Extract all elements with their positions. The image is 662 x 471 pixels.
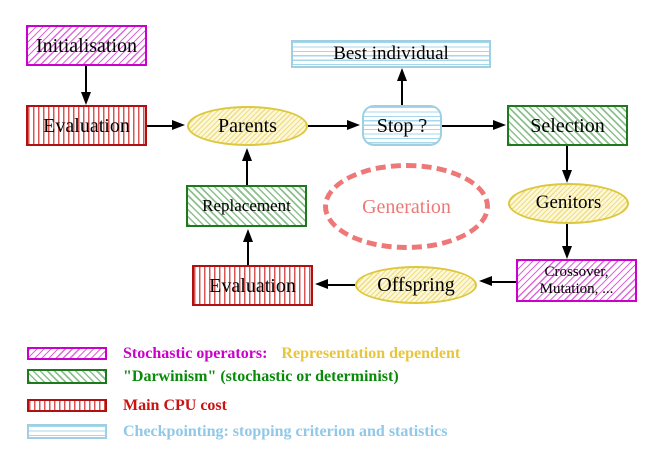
legend-swatch-darwinism [27,369,107,384]
node-parents: Parents [187,106,308,146]
node-generation: Generation [323,163,490,250]
legend-row-stochastic: Stochastic operators: Representation dep… [123,345,460,363]
legend-swatch-checkpointing [27,424,107,439]
legend-label-cpu: Main CPU cost [123,397,227,414]
legend-swatch-stochastic [27,347,107,360]
node-replacement: Replacement [186,185,307,227]
node-offspring: Offspring [355,266,477,304]
legend-label-representation: Representation dependent [281,345,461,362]
crossover-line2: Mutation, ... [539,280,614,297]
legend-label-stochastic: Stochastic operators: [123,345,268,362]
legend-swatch-cpu [27,399,107,412]
node-evaluation-top: Evaluation [26,105,147,146]
node-initialisation: Initialisation [26,25,147,66]
crossover-line1: Crossover, [544,264,609,280]
node-genitors: Genitors [508,183,629,224]
node-stop: Stop ? [362,105,442,146]
legend-label-checkpointing: Checkpointing: stopping criterion and st… [123,423,448,440]
node-evaluation-bottom: Evaluation [192,265,313,306]
node-crossover-mutation: Crossover, Mutation, ... [516,259,637,302]
node-best-individual: Best individual [291,40,491,68]
legend-label-darwinism: "Darwinism" (stochastic or determinist) [123,368,399,385]
node-selection: Selection [507,105,628,146]
